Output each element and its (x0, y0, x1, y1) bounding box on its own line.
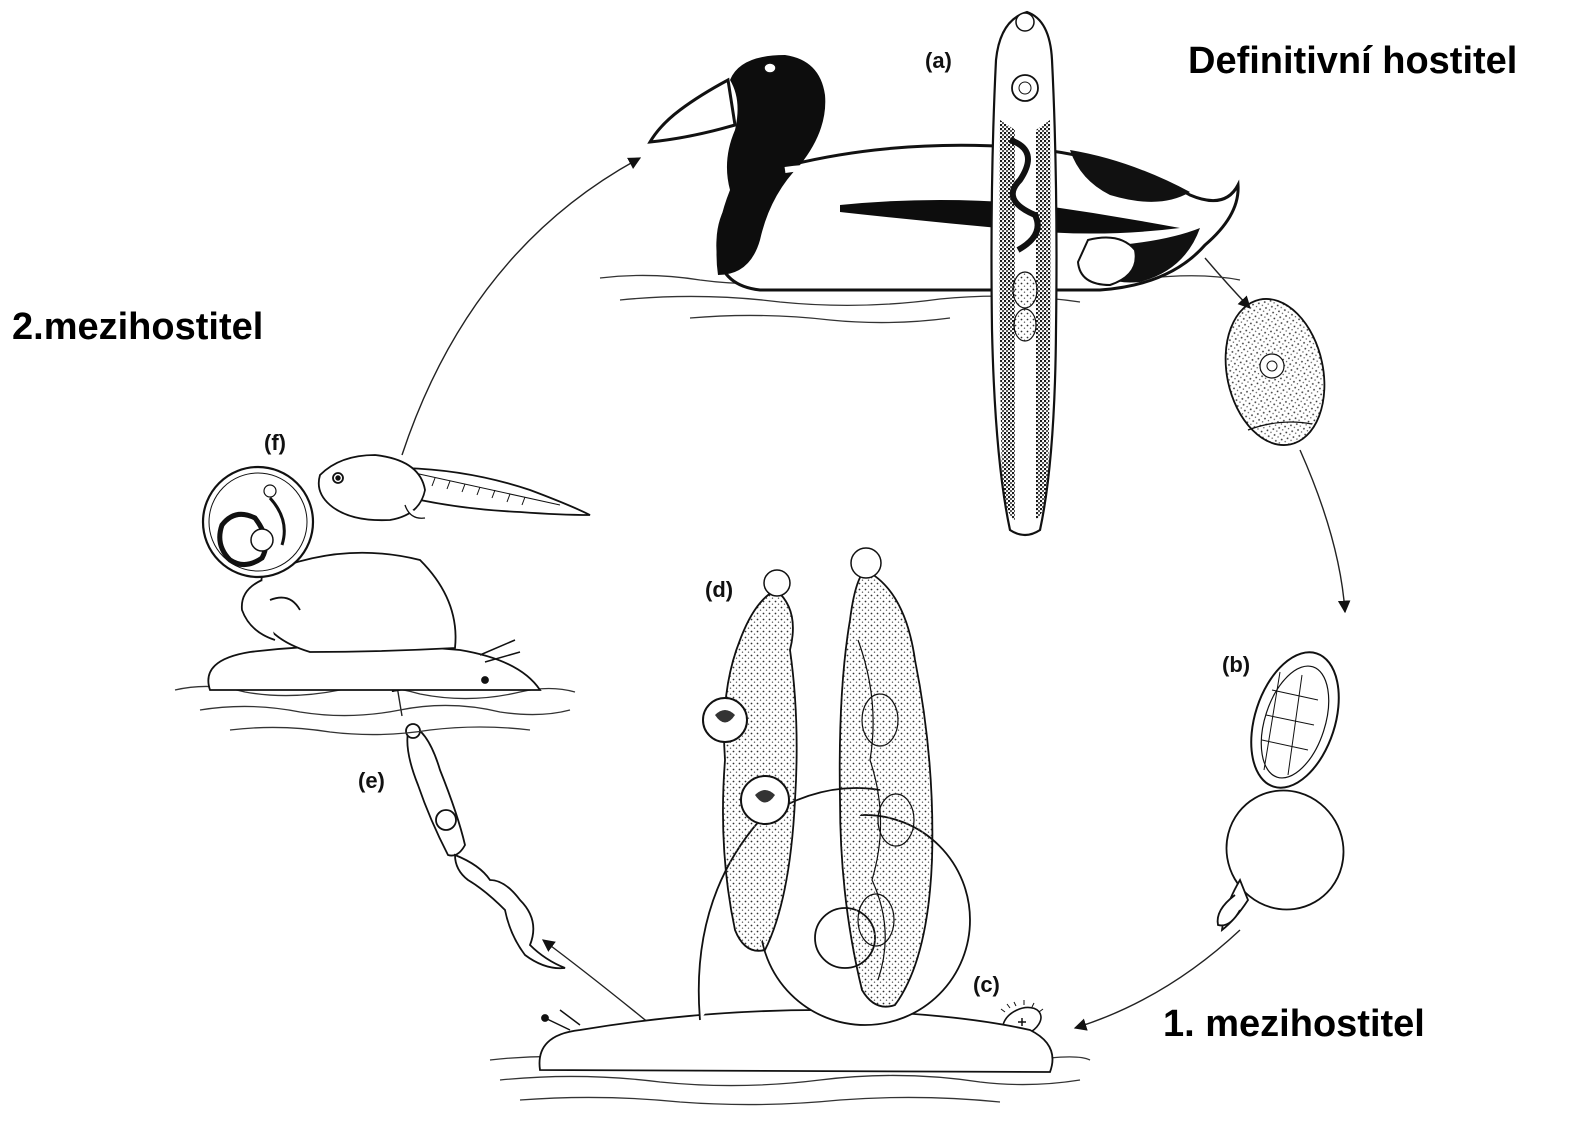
embryonated-egg-icon (1235, 641, 1354, 799)
snail-icon (540, 788, 1053, 1072)
arrow-duck-to-egg (1205, 258, 1250, 308)
tadpole-icon (319, 455, 590, 520)
intermediate-host-2-label: 2.mezihostitel (12, 306, 263, 349)
stage-label-b: (b) (1222, 652, 1250, 678)
water-snail2 (175, 686, 575, 734)
arrow-egg-to-hatched-egg (1300, 450, 1345, 612)
metacercaria-cyst-icon (203, 467, 313, 577)
egg-icon (1213, 290, 1338, 455)
stage-label-e: (e) (358, 768, 385, 794)
intermediate-host-1-label: 1. mezihostitel (1163, 1003, 1425, 1046)
duck-icon (650, 55, 1238, 290)
stage-label-f: (f) (264, 430, 286, 456)
redia-icon (840, 548, 933, 1007)
adult-fluke-icon (992, 12, 1057, 535)
cercaria-icon (406, 724, 565, 968)
arrow-tadpole-to-duck (402, 158, 640, 455)
hatched-egg-icon (1205, 769, 1365, 931)
stage-label-d: (d) (705, 577, 733, 603)
stage-label-c: (c) (973, 972, 1000, 998)
definitive-host-label: Definitivní hostitel (1188, 40, 1517, 83)
arrow-snail-to-cercaria (543, 940, 655, 1028)
stage-label-a: (a) (925, 48, 952, 74)
